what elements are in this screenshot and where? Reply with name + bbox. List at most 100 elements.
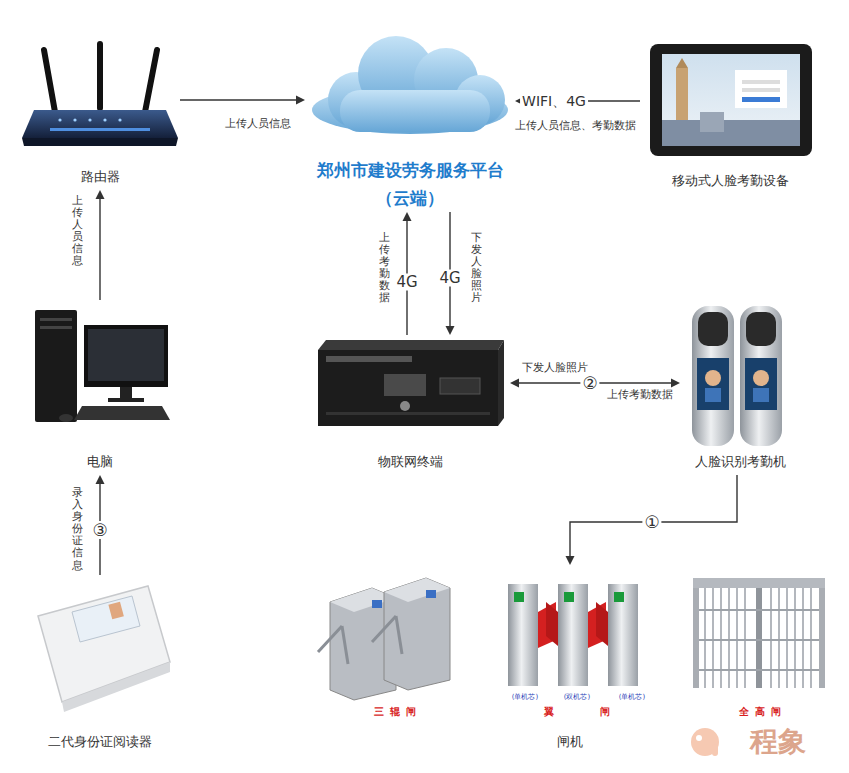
face-machine-icon-part	[705, 370, 721, 386]
iot-terminal-icon-part	[400, 401, 410, 411]
id-reader-icon-part	[62, 662, 170, 712]
device-label: 移动式人脸考勤设备	[640, 172, 820, 190]
router-icon-part	[50, 128, 150, 131]
computer-icon-part	[84, 325, 168, 387]
tripod-turnstile-icon-part	[318, 626, 342, 652]
connector-line	[570, 475, 737, 557]
edge-label: ①	[642, 513, 661, 531]
cloud-platform: 郑州市建设劳务服务平台 （云端）	[305, 40, 515, 212]
cloud-icon-part	[340, 90, 490, 132]
edge-label: ②	[580, 374, 599, 392]
wing-gate-icon	[508, 584, 638, 686]
gate-type: 全高闸	[733, 706, 787, 718]
full-height-gate-icon-part-part	[728, 588, 730, 688]
arrowhead	[566, 556, 575, 565]
device-label: 二代身份证阅读器	[20, 733, 180, 751]
router-icon	[22, 44, 178, 146]
arrowhead	[510, 379, 519, 388]
tablet-icon-part	[676, 58, 688, 68]
iot-terminal-icon-part	[318, 340, 504, 350]
iot-terminal-icon-part	[326, 356, 412, 362]
full-height-gate-icon-part-part	[699, 639, 819, 641]
wing-gate-icon-part	[558, 584, 588, 686]
full-height-gate-icon-part-part	[736, 588, 738, 688]
router-icon-part	[118, 118, 121, 121]
gate-variant: (单机芯)	[619, 693, 645, 702]
id-reader-icon-part	[38, 586, 170, 702]
face-machine-icon-part	[698, 312, 728, 346]
watermark-icon	[691, 728, 719, 756]
full-height-gate-icon-part-part	[720, 588, 722, 688]
gate-variant: (单机芯)	[512, 693, 538, 702]
watermark: 程象	[750, 726, 806, 758]
iot-terminal-icon	[318, 340, 504, 426]
router-icon-part	[145, 50, 157, 112]
device-label: 路由器	[20, 168, 180, 186]
tripod-turnstile-icon-part	[342, 626, 348, 664]
full-height-gate-icon-part-part	[699, 609, 819, 611]
face-machine-icon-part	[753, 370, 769, 386]
id-reader-icon	[38, 586, 170, 712]
computer-icon	[35, 310, 170, 422]
tripod-turnstile-icon-part	[384, 578, 450, 602]
edge-label: 4G	[437, 270, 462, 287]
face-machine-icon-part	[753, 388, 769, 402]
device-label: 人脸识别考勤机	[680, 453, 800, 471]
tablet-icon-part	[700, 112, 724, 132]
iot-terminal-icon-part	[326, 412, 490, 415]
face-machine-icon-part	[746, 312, 776, 346]
connector-line	[99, 198, 100, 300]
iot-terminal: 物联网终端	[310, 335, 510, 475]
full-height-gate-icon-part-part	[794, 588, 796, 688]
wing-gate-icon-part	[564, 592, 574, 602]
tablet-icon-part	[742, 88, 780, 92]
full-height-gate-icon-part-part	[704, 588, 706, 688]
tripod-turnstile-icon-part	[384, 578, 450, 690]
wing-gate-icon-part	[608, 584, 638, 686]
tripod-turnstile-icon-part	[426, 590, 436, 598]
arrowhead	[446, 326, 455, 335]
flow-note: 下发人脸照片	[522, 361, 588, 375]
face-machine-icon-part	[745, 358, 777, 410]
tripod-turnstile-icon	[318, 578, 450, 700]
arrowhead	[96, 475, 105, 484]
computer-icon-part	[108, 398, 144, 402]
cloud-icon	[312, 36, 508, 134]
tablet-icon-part	[742, 97, 780, 102]
edge-label: ③	[90, 521, 109, 539]
gate-type: 三辊闸	[368, 706, 422, 718]
router-icon-part	[73, 118, 76, 121]
flow-note: 录入身份证信息	[72, 487, 83, 572]
platform-title: 郑州市建设劳务服务平台 （云端）	[310, 156, 510, 212]
edge-label: WIFI、4G	[520, 93, 588, 109]
flow-note: 下发人脸照片	[471, 232, 482, 305]
flow-note: 上传考勤数据	[379, 232, 390, 305]
full-height-gate-icon-part-part	[744, 588, 746, 688]
wing-gate-icon-part	[614, 592, 624, 602]
id-reader-icon-part	[72, 596, 140, 642]
full-height-gate-icon-part	[693, 588, 699, 688]
full-height-gate-icon-part	[693, 578, 825, 588]
computer-icon-part	[35, 310, 77, 422]
full-height-gate-icon-part-part	[712, 588, 714, 688]
tripod-turnstile-icon-part	[372, 600, 382, 608]
face-terminal: 人脸识别考勤机	[680, 300, 800, 475]
wing-gate-icon-part	[514, 592, 524, 602]
device-label: 电脑	[25, 453, 175, 471]
full-height-gate-icon-part-part	[802, 588, 804, 688]
arrowhead	[96, 190, 105, 199]
mobile-device: 移动式人脸考勤设备	[640, 40, 820, 192]
full-height-gate-icon-part	[699, 610, 819, 670]
router-icon-part	[44, 50, 55, 112]
wing-gate-icon-part	[546, 602, 558, 646]
face-machine-icon	[692, 306, 782, 446]
iot-terminal-icon-part	[440, 378, 480, 394]
device-label: 物联网终端	[310, 453, 510, 471]
id-reader: 二代身份证阅读器	[20, 575, 180, 755]
edge-label: 上传人员信息	[223, 117, 293, 131]
computer-device: 电脑	[25, 300, 175, 475]
full-height-gate-icon-part	[819, 588, 825, 688]
